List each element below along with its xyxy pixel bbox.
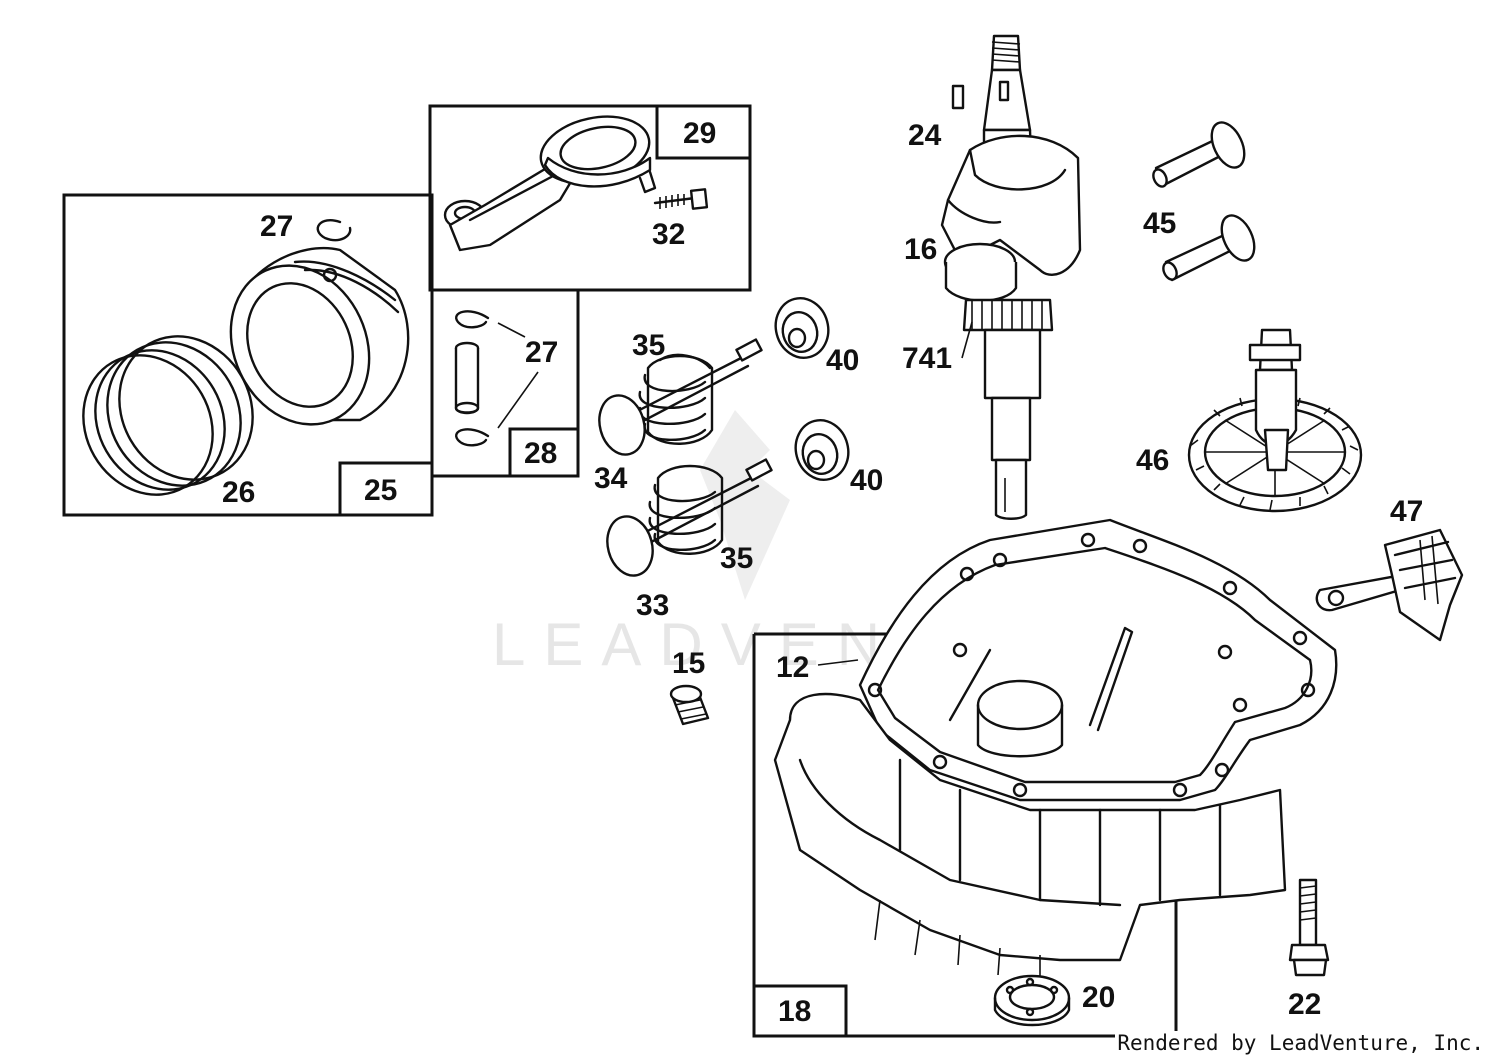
valve-upper-part[interactable] [593, 338, 763, 460]
part-label-24[interactable]: 24 [908, 119, 942, 152]
part-label-27[interactable]: 27 [260, 210, 293, 243]
short-block-box-number: 18 [778, 995, 811, 1028]
piston-rings-part[interactable] [58, 312, 278, 518]
piston-assembly-box-number: 25 [364, 474, 397, 507]
piston-pin-kit-box-number: 28 [524, 437, 557, 470]
valve-tappet-lower-part[interactable] [1161, 210, 1261, 282]
part-label-35[interactable]: 35 [720, 542, 753, 575]
part-label-741[interactable]: 741 [902, 342, 952, 375]
crankcase-bolt-part[interactable] [1288, 878, 1330, 977]
piston-pin-kit-box: 28 [430, 288, 580, 478]
leader-line [817, 659, 859, 666]
part-label-22[interactable]: 22 [1288, 988, 1321, 1021]
piston-pin-part[interactable] [454, 341, 480, 415]
valve-lower-part[interactable] [601, 458, 773, 581]
crankshaft-key-part[interactable] [951, 84, 965, 110]
oil-seal-part[interactable] [993, 974, 1071, 1027]
part-label-35[interactable]: 35 [632, 329, 665, 362]
part-label-34[interactable]: 34 [594, 462, 628, 495]
connecting-rod-box: 29 [428, 104, 752, 292]
leader-line [961, 321, 973, 359]
crankshaft-part[interactable] [940, 34, 1082, 520]
connecting-rod-part[interactable] [443, 107, 657, 252]
crankcase-part[interactable] [773, 518, 1338, 980]
spring-retainer-lower-part[interactable] [789, 414, 855, 485]
piston-part[interactable] [206, 243, 410, 447]
spring-retainer-upper-part[interactable] [769, 292, 835, 363]
part-label-47[interactable]: 47 [1390, 495, 1423, 528]
retaining-ring-part[interactable] [316, 219, 352, 242]
leader-line [497, 371, 539, 429]
part-label-15[interactable]: 15 [672, 647, 705, 680]
connecting-rod-box-number: 29 [683, 117, 716, 150]
leader-line [497, 322, 526, 338]
valve-spring-upper-part[interactable] [638, 353, 714, 445]
part-label-33[interactable]: 33 [636, 589, 669, 622]
rod-bolt-part[interactable] [653, 188, 709, 210]
part-label-46[interactable]: 46 [1136, 444, 1169, 477]
short-block-box: 18 [752, 632, 1178, 1038]
part-label-26[interactable]: 26 [222, 476, 255, 509]
pin-clip-lower-part[interactable] [455, 428, 490, 447]
part-label-40[interactable]: 40 [826, 344, 859, 377]
render-credit: Rendered by LeadVenture, Inc. [1115, 1031, 1486, 1055]
part-label-20[interactable]: 20 [1082, 981, 1115, 1014]
watermark-logo [700, 410, 790, 600]
part-label-12[interactable]: 12 [776, 651, 809, 684]
oil-drain-plug-part[interactable] [669, 684, 710, 726]
part-label-32[interactable]: 32 [652, 218, 685, 251]
part-label-16[interactable]: 16 [904, 233, 937, 266]
part-label-40[interactable]: 40 [850, 464, 883, 497]
pin-clip-upper-part[interactable] [455, 310, 490, 329]
part-label-27[interactable]: 27 [525, 336, 558, 369]
part-label-45[interactable]: 45 [1143, 207, 1176, 240]
camshaft-gear-part[interactable] [1187, 328, 1363, 513]
valve-tappet-upper-part[interactable] [1151, 117, 1251, 188]
governor-assembly-part[interactable] [1315, 528, 1464, 642]
